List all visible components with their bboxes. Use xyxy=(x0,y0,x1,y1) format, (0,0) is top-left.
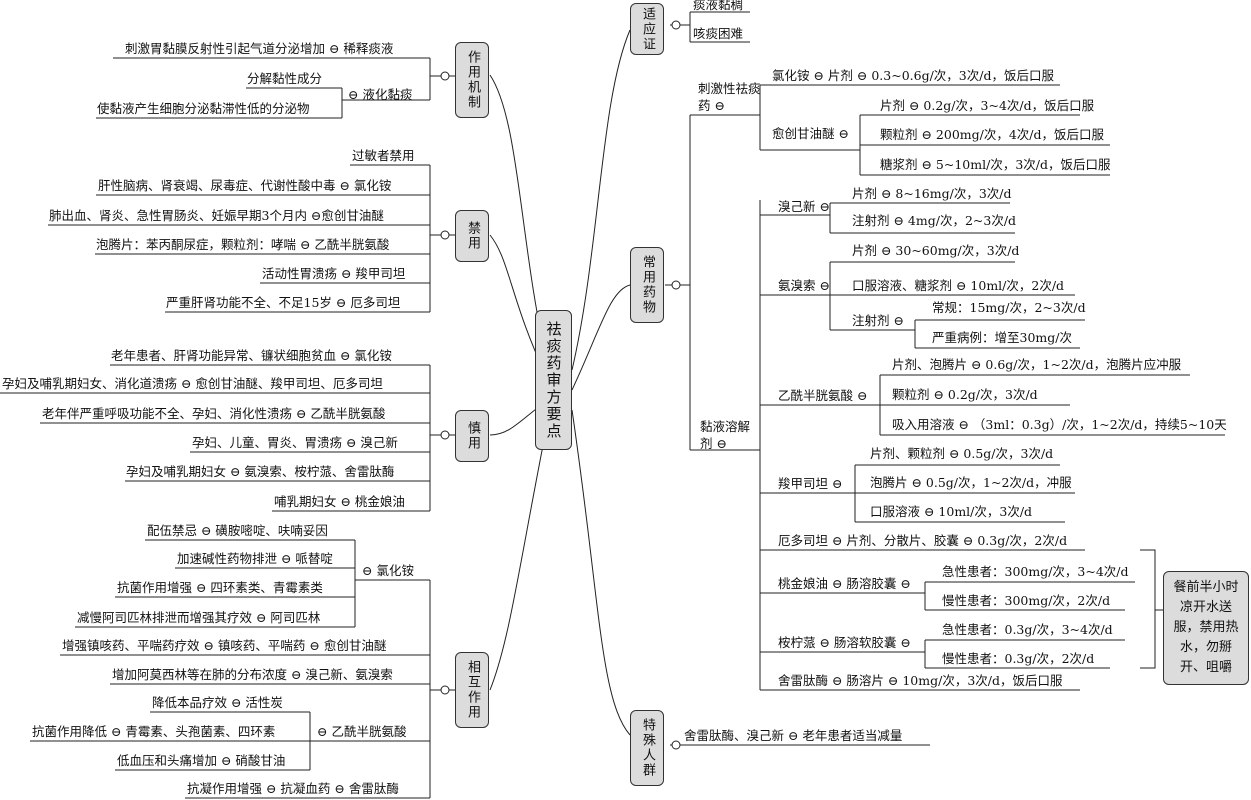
indication-item: 咳痰困难 xyxy=(693,26,744,41)
mechanism-item: 刺激胃黏膜反射性引起气道分泌增加 ⊖ 稀释痰液 xyxy=(125,41,394,56)
mucolytic-item: 常规：15mg/次，2~3次/d xyxy=(932,300,1086,315)
mucolytic-item: 片剂 ⊖ 8~16mg/次，3次/d xyxy=(852,186,1012,201)
special-item: 舍雷肽酶、溴己新 ⊖ 老年患者适当减量 xyxy=(684,728,903,743)
caution-item: 老年患者、肝肾功能异常、镰状细胞贫血 ⊖ 氯化铵 xyxy=(111,348,392,363)
interaction-item: 低血压和头痛增加 ⊖ 硝酸甘油 xyxy=(117,753,286,768)
stimulant-item: 愈创甘油醚 ⊖ xyxy=(772,126,849,141)
mucolytic-item: 厄多司坦 ⊖ 片剂、分散片、胶囊 ⊖ 0.3g/次，2次/d xyxy=(778,533,1068,548)
caution-item: 老年伴严重呼吸功能不全、孕妇、消化性溃疡 ⊖ 乙酰半胱氨酸 xyxy=(42,406,386,421)
mucolytic-item: 桉柠蒎 ⊖ 肠溶软胶囊 ⊖ xyxy=(778,635,911,650)
mucolytic-item: 羧甲司坦 ⊖ xyxy=(778,476,843,491)
mucolytic-item: 舍雷肽酶 ⊖ 肠溶片 ⊖ 10mg/次，3次/d，饭后口服 xyxy=(778,673,1063,688)
contra-item: 活动性胃溃疡 ⊖ 羧甲司坦 xyxy=(262,266,406,281)
mucolytic-item: 注射剂 ⊖ xyxy=(852,313,904,328)
interaction-item: ⊖ 乙酰半胱氨酸 xyxy=(317,724,407,739)
caution-node: 慎用 xyxy=(455,410,489,462)
mucolytic-item: 急性患者：300mg/次，3~4次/d xyxy=(942,564,1129,579)
contra-item: 泡腾片：苯丙酮尿症，颗粒剂：哮喘 ⊖ 乙酰半胱氨酸 xyxy=(96,237,390,252)
mucolytic-item: 溴己新 ⊖ xyxy=(778,199,830,214)
caution-item: 孕妇、儿童、胃炎、胃溃疡 ⊖ 溴己新 xyxy=(192,435,398,450)
mucolytic-item: 急性患者：0.3g/次，3~4次/d xyxy=(942,622,1113,637)
mechanism-item: ⊖ 液化黏痰 xyxy=(348,87,413,102)
mucolytic-label: 黏液溶解剂 ⊖ xyxy=(700,419,751,451)
mucolytic-item: 片剂、泡腾片 ⊖ 0.6g/次，1~2次/d，泡腾片应冲服 xyxy=(892,357,1182,372)
interaction-item: 加速碱性药物排泄 ⊖ 哌替啶 xyxy=(177,551,333,566)
indication-item: 痰液黏稠 xyxy=(693,0,744,12)
mechanism-item: 分解黏性成分 xyxy=(247,71,323,86)
contra-item: 过敏者禁用 xyxy=(352,148,415,163)
caution-item: 孕妇及哺乳期妇女、消化道溃疡 ⊖ 愈创甘油醚、羧甲司坦、厄多司坦 xyxy=(2,376,383,391)
contra-item: 肺出血、肾炎、急性胃肠炎、妊娠早期3个月内 ⊖愈创甘油醚 xyxy=(49,208,384,223)
interaction-item: 降低本品疗效 ⊖ 活性炭 xyxy=(152,695,283,710)
mucolytic-item: 片剂、颗粒剂 ⊖ 0.5g/次，3次/d xyxy=(870,446,1054,461)
contra-item: 肝性脑病、肾衰竭、尿毒症、代谢性酸中毒 ⊖ 氯化铵 xyxy=(98,178,392,193)
interaction-item: 减慢阿司匹林排泄而增强其疗效 ⊖ 阿司匹林 xyxy=(77,610,321,625)
mucolytic-item: 慢性患者：0.3g/次，2次/d xyxy=(942,651,1095,666)
stimulant-label: 刺激性祛痰药 ⊖ xyxy=(698,81,761,113)
mucolytic-item: 颗粒剂 ⊖ 0.2g/次，3次/d xyxy=(892,387,1038,402)
common-node: 常用药物 xyxy=(630,247,664,323)
mucolytic-item: 乙酰半胱氨酸 ⊖ xyxy=(778,388,868,403)
mucolytic-item: 泡腾片 ⊖ 0.5g/次，1~2次/d，冲服 xyxy=(870,475,1072,490)
mucolytic-item: 口服溶液、糖浆剂 ⊖ 10ml/次，2次/d xyxy=(852,278,1065,293)
interaction-item: 增强镇咳药、平喘药疗效 ⊖ 镇咳药、平喘药 ⊖ 愈创甘油醚 xyxy=(62,638,387,653)
contra-item: 严重肝肾功能不全、不足15岁 ⊖ 厄多司坦 xyxy=(166,295,401,310)
mechanism-node: 作用机制 xyxy=(455,42,489,118)
stimulant-item: 氯化铵 ⊖ 片剂 ⊖ 0.3~0.6g/次，3次/d，饭后口服 xyxy=(772,68,1054,83)
mucolytic-item: 注射剂 ⊖ 4mg/次，2~3次/d xyxy=(852,213,1017,228)
mucolytic-item: 慢性患者：300mg/次，2次/d xyxy=(942,593,1111,608)
interaction-item: 抗菌作用降低 ⊖ 青霉素、头孢菌素、四环素 xyxy=(32,724,276,739)
interaction-item: 抗菌作用增强 ⊖ 四环素类、青霉素类 xyxy=(117,580,323,595)
caution-item: 孕妇及哺乳期妇女 ⊖ 氨溴索、桉柠蒎、舍雷肽酶 xyxy=(126,464,395,479)
special-node: 特殊人群 xyxy=(630,710,664,786)
mucolytic-item: 氨溴索 ⊖ xyxy=(778,278,830,293)
stimulant-item: 颗粒剂 ⊖ 200mg/次，4次/d，饭后口服 xyxy=(880,127,1105,142)
contra-node: 禁用 xyxy=(455,210,489,262)
mucolytic-item: 吸入用溶液 ⊖ （3ml：0.3g）/次，1~2次/d，持续5~10天 xyxy=(892,417,1227,432)
interaction-node: 相互作用 xyxy=(455,652,489,728)
interaction-item: 配伍禁忌 ⊖ 磺胺嘧啶、呋喃妥因 xyxy=(147,523,328,538)
mechanism-item: 使黏液产生细胞分泌黏滞性低的分泌物 xyxy=(97,101,310,116)
caution-item: 哺乳期妇女 ⊖ 桃金娘油 xyxy=(274,494,405,509)
center-node: 祛痰药审方要点 xyxy=(535,310,572,450)
mucolytic-item: 严重病例：增至30mg/次 xyxy=(932,330,1072,345)
administration-note: 餐前半小时凉开水送服，禁用热水，勿掰开、咀嚼 xyxy=(1163,571,1249,685)
interaction-item: ⊖ 氯化铵 xyxy=(362,563,414,578)
mucolytic-item: 片剂 ⊖ 30~60mg/次，3次/d xyxy=(852,243,1020,258)
stimulant-item: 片剂 ⊖ 0.2g/次，3~4次/d，饭后口服 xyxy=(880,98,1095,113)
indication-node: 适应证 xyxy=(630,3,664,55)
interaction-item: 增加阿莫西林等在肺的分布浓度 ⊖ 溴己新、氨溴索 xyxy=(112,667,393,682)
mucolytic-item: 口服溶液 ⊖ 10ml/次，3次/d xyxy=(870,504,1033,519)
interaction-item: 抗凝作用增强 ⊖ 抗凝血药 ⊖ 舍雷肽酶 xyxy=(187,781,399,796)
mucolytic-item: 桃金娘油 ⊖ 肠溶胶囊 ⊖ xyxy=(778,576,911,591)
stimulant-item: 糖浆剂 ⊖ 5~10ml/次，3次/d，饭后口服 xyxy=(880,157,1111,172)
